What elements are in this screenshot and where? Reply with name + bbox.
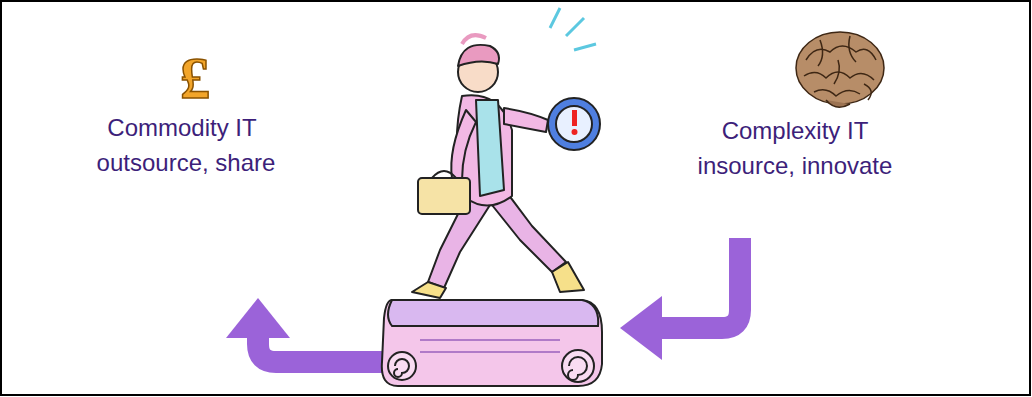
brain-icon	[796, 32, 884, 107]
currency-icon: £	[180, 48, 210, 108]
category-heading: Complexity IT	[722, 116, 869, 146]
category-action: insource, innovate	[698, 151, 893, 181]
purple-arrow	[226, 298, 382, 362]
running-person	[412, 8, 600, 298]
purple-arrow	[620, 238, 740, 360]
treadmill	[382, 300, 602, 386]
category-heading: Commodity IT	[107, 113, 256, 143]
category-action: outsource, share	[97, 148, 276, 178]
